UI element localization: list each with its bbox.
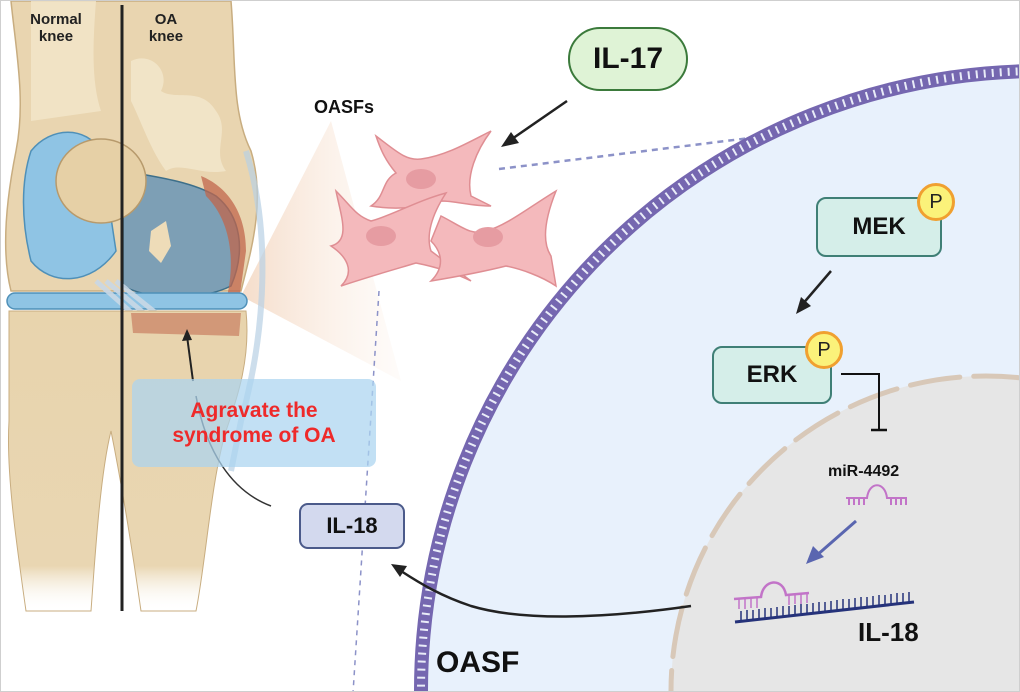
outcome-line-1: Agravate the [190,399,318,422]
lesion-arrow [186,335,194,382]
nucleus-3 [473,227,503,247]
outcome-line-2: syndrome of OA [172,424,336,447]
erk-inhibition-line [841,373,880,429]
oa-knee-label-line1: OA [154,11,178,28]
oa-knee-label: OA knee [141,11,191,45]
knee-illustration [4,1,266,612]
oasf-fibroblasts [329,130,558,288]
il18-mrna-label: IL-18 [858,617,919,647]
mirna-label: miR-4492 [828,463,900,480]
outcome-box: Agravate the syndrome of OA [132,379,376,467]
mek-erk-arrow-head [796,297,811,314]
mirna-binding-arrow-head [806,546,824,564]
oasf-cell-label: OASF [436,646,520,679]
nucleus-2 [366,226,396,246]
il17-node: IL-17 [568,27,688,91]
oa-bone-lesions [131,58,226,173]
zoom-beam [241,121,401,381]
secretion-arrow [400,569,692,618]
oa-inflammation [201,176,246,301]
oasfs-label: OASFs [314,97,375,117]
nuclear-envelope [668,373,1019,691]
erk-phospho-badge: P [805,331,843,369]
il18-mrna [733,581,915,624]
normal-knee-label-line1: Normal [30,11,82,28]
normal-knee-label: Normal knee [21,11,91,45]
guide-dashed-left [352,290,380,691]
lesion-arrow-head [182,329,192,341]
cartilage-crack [149,221,171,263]
nucleus-1 [406,169,436,189]
oa-subchondral [131,313,241,336]
mirna-binding-arrow [815,519,857,558]
il17-arrow [508,99,568,143]
oa-knee-label-line2: knee [148,28,184,45]
mirna-strand [846,484,907,505]
normal-knee-label-line2: knee [38,28,74,45]
il17-arrow-head [501,132,519,147]
femur-shaft-shade [31,1,101,121]
fibroblast-1 [369,130,492,209]
mek-phospho-badge: P [917,183,955,221]
secretion-arrow-head [391,564,407,577]
mek-erk-arrow [800,270,832,307]
nucleus [671,376,1019,691]
secreted-il18-node: IL-18 [299,503,405,549]
patella [55,138,147,224]
